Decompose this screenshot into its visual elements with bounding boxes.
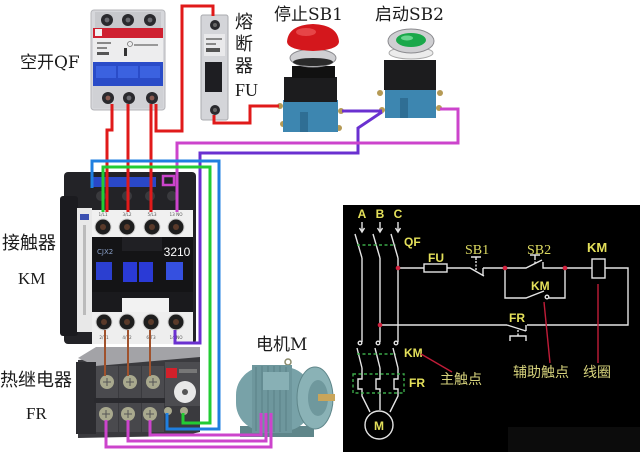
phase-label-c: C (394, 207, 403, 221)
wire-magenta-loop (161, 174, 176, 187)
fuse-toggle (205, 62, 222, 92)
overload-bottom-terminals (99, 407, 157, 421)
terminal-label-bottom-3: 6/T3 (146, 335, 156, 340)
contactor-window (139, 262, 153, 282)
wire-magenta-motor-w (148, 413, 263, 437)
label-overload-code: FR (26, 404, 47, 423)
overload-relay-fr (76, 347, 200, 438)
km-main-label: KM (404, 346, 423, 360)
schematic-panel: A B C M QF KM FR (343, 205, 640, 452)
overload-top-terminals (100, 375, 160, 389)
fr-main-box (352, 373, 405, 394)
contactor-bottom-terminals (95, 313, 185, 331)
overload-reset-button (166, 368, 177, 378)
label-fuse-char-3: 器 (235, 56, 253, 77)
start-button-sb2 (377, 28, 443, 118)
fr-main-label: FR (409, 376, 425, 390)
label-start-button: 启动SB2 (375, 5, 444, 25)
contactor-rating: 3210 (164, 245, 191, 259)
wire-red-to-fuse (154, 4, 215, 133)
km-coil-label: KM (587, 240, 607, 255)
fr-aux-label: FR (509, 311, 525, 325)
label-motor: 电机M (256, 335, 307, 355)
label-fuse-code: FU (235, 80, 258, 100)
label-contactor-code: KM (18, 269, 45, 288)
label-stop-button: 停止SB1 (274, 5, 343, 25)
stop-button-cap (287, 24, 339, 51)
contactor-window (123, 262, 137, 282)
breaker-brand-band (93, 28, 163, 38)
label-fuse-char-1: 熔 (235, 12, 253, 33)
wire-red-l1 (105, 104, 114, 212)
fuse-fu (200, 14, 229, 121)
annotation-coil: 线圈 (583, 365, 611, 381)
stop-button-sb1 (277, 24, 344, 132)
wire-red-fuse-to-stop (212, 104, 279, 125)
terminal-label-top-4: 13 NO (169, 212, 183, 217)
label-breaker: 空开QF (20, 53, 80, 73)
label-fuse-char-2: 断 (235, 34, 253, 55)
sb2-label: SB2 (527, 243, 551, 258)
contactor-window (96, 262, 112, 280)
wire-magenta-motor-v (126, 413, 268, 443)
km-aux-label: KM (531, 279, 550, 293)
junction-dot (562, 265, 568, 271)
power-circuit: M (352, 222, 405, 440)
circuit-breaker-qf (90, 9, 166, 111)
sb1-label: SB1 (465, 243, 489, 258)
contactor-top-terminals (94, 218, 185, 236)
junction-dot (502, 265, 508, 271)
fu-label: FU (428, 251, 444, 265)
phase-label-a: A (358, 207, 367, 221)
motor-shaft (318, 394, 335, 401)
terminal-label-top-1: 1/L1 (98, 212, 107, 217)
phase-label-b: B (376, 207, 385, 221)
wire-purple-start-to-14no (173, 110, 383, 345)
qf-label: QF (404, 235, 421, 249)
junction-dot (377, 322, 383, 328)
junction-dot (395, 265, 401, 271)
motor-symbol-label: M (374, 419, 384, 433)
fuse-symbol (423, 263, 448, 273)
start-button-cap (396, 33, 426, 47)
lead-main-contact (420, 353, 453, 373)
km-coil-symbol (591, 258, 606, 279)
motor-m (236, 358, 335, 437)
wire-blue-coil (90, 159, 221, 431)
terminal-label-top-2: 3/L2 (122, 212, 131, 217)
contactor-window (166, 262, 183, 280)
terminal-label-top-3: 5/L3 (147, 212, 156, 217)
contactor-model: CJX2 (97, 248, 113, 256)
control-circuit (377, 254, 629, 341)
label-contactor: 接触器 (2, 233, 56, 254)
lead-aux-contact (543, 301, 551, 364)
wire-green-fr-contact (101, 165, 212, 425)
label-overload-relay: 热继电器 (0, 370, 72, 391)
annotation-aux-contact: 辅助触点 (513, 365, 569, 381)
annotation-main-contact: 主触点 (440, 372, 482, 388)
wire-magenta-motor-u (104, 413, 273, 449)
wiring (90, 4, 460, 449)
motor-symbol (364, 410, 394, 440)
